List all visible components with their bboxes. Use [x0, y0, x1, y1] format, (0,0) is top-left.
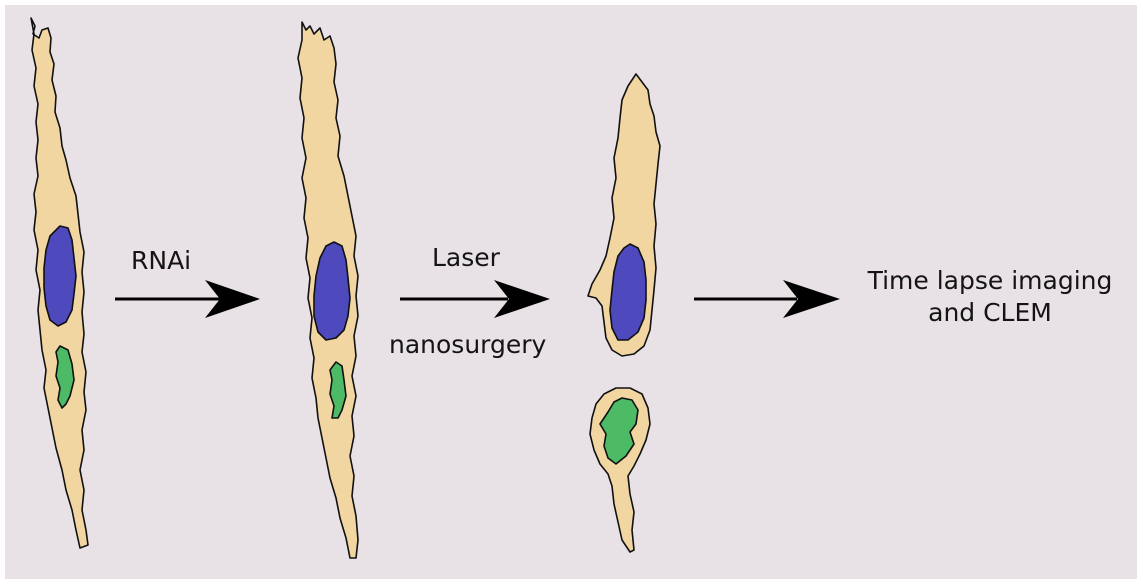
- step-rnai-label: RNAi: [131, 246, 191, 276]
- cell-initial-nucleus: [44, 226, 76, 326]
- step-imaging-label-line2: and CLEM: [852, 298, 1128, 328]
- cell-initial: [31, 18, 88, 548]
- step-laser-label-line1: Laser: [432, 243, 500, 273]
- arrow-laser: [400, 280, 550, 318]
- step-imaging-label-line1: Time lapse imaging: [852, 266, 1128, 296]
- cell-cut: [588, 74, 660, 552]
- arrow-imaging: [694, 280, 840, 318]
- step-laser-label-line2: nanosurgery: [389, 330, 546, 360]
- cell-rnai: [298, 22, 358, 558]
- arrow-rnai: [115, 280, 260, 318]
